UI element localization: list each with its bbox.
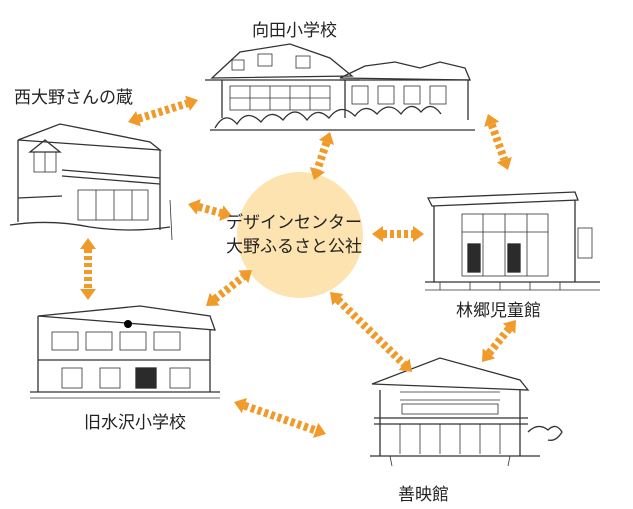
- arrow-mukaida-rindo-head-end: [496, 156, 512, 170]
- arrow-onishi-mukaida-head-end: [185, 95, 198, 111]
- hub-circle: [237, 172, 363, 298]
- arrow-onishi-mukaida-head-start: [128, 111, 141, 127]
- arrow-onishi-kyumizusawa-head-end: [80, 289, 96, 300]
- arrow-rindo-zeneikan-shaft: [485, 326, 513, 356]
- arrow-mukaida-rindo: [484, 114, 512, 170]
- kyumizusawa-school-illustration: [30, 305, 220, 399]
- arrow-kyumizusawa-hub-shaft: [212, 273, 246, 303]
- arrow-onishi-hub-shaft: [197, 203, 223, 217]
- arrow-hub-rindo-head-start: [372, 226, 383, 242]
- arrow-kyumizusawa-hub-head-start: [206, 292, 220, 306]
- arrow-onishi-kyumizusawa-head-start: [80, 238, 96, 249]
- label-mukaida-school: 向田小学校: [252, 21, 337, 41]
- arrow-hub-zeneikan-head-end: [398, 358, 412, 372]
- arrow-kyumizusawa-zeneikan-head-end: [312, 422, 326, 438]
- arrow-hub-rindo-head-end: [413, 226, 424, 242]
- arrow-mukaida-hub: [309, 132, 335, 180]
- rindo-childrens-hall-illustration: [425, 191, 600, 291]
- label-rindo-childrens-hall: 林郷児童館: [456, 301, 541, 321]
- hub-label-line1: デザインセンター: [226, 213, 362, 233]
- arrow-onishi-hub-head-start: [188, 199, 201, 215]
- arrow-onishi-mukaida: [128, 95, 198, 127]
- zeneikan-illustration: [370, 357, 563, 467]
- connection-arrows: [80, 95, 516, 438]
- onishi-storehouse-illustration: [9, 123, 173, 241]
- arrow-mukaida-hub-head-end: [309, 167, 326, 180]
- mukaida-school-illustration: [205, 43, 475, 131]
- arrow-mukaida-rindo-head-start: [484, 114, 500, 128]
- arrow-hub-zeneikan-shaft: [335, 296, 407, 368]
- arrow-onishi-kyumizusawa: [80, 238, 96, 300]
- label-onishi-storehouse: 西大野さんの蔵: [14, 88, 133, 108]
- arrow-kyumizusawa-hub-head-end: [238, 270, 252, 284]
- arrow-rindo-zeneikan-head-end: [482, 348, 496, 362]
- arrow-kyumizusawa-zeneikan: [234, 398, 326, 438]
- label-kyumizusawa-school: 旧水沢小学校: [84, 413, 186, 433]
- arrow-onishi-mukaida-shaft: [137, 99, 189, 123]
- arrow-hub-zeneikan: [330, 292, 412, 372]
- arrow-rindo-zeneikan-head-start: [502, 320, 516, 334]
- arrow-rindo-zeneikan: [482, 320, 516, 362]
- arrow-kyumizusawa-zeneikan-head-start: [234, 398, 248, 414]
- arrow-kyumizusawa-hub: [206, 270, 252, 306]
- arrow-mukaida-rindo-shaft: [487, 123, 509, 161]
- hub-label-line2: 大野ふるさと公社: [226, 237, 362, 257]
- arrow-mukaida-hub-shaft: [313, 141, 331, 171]
- arrow-mukaida-hub-head-start: [318, 132, 335, 145]
- arrow-onishi-hub: [188, 199, 232, 221]
- arrow-hub-rindo: [372, 226, 424, 242]
- label-zeneikan: 善映館: [398, 485, 449, 505]
- arrow-kyumizusawa-zeneikan-shaft: [243, 401, 317, 435]
- arrow-hub-zeneikan-head-start: [330, 292, 344, 306]
- arrow-onishi-hub-head-end: [219, 205, 232, 221]
